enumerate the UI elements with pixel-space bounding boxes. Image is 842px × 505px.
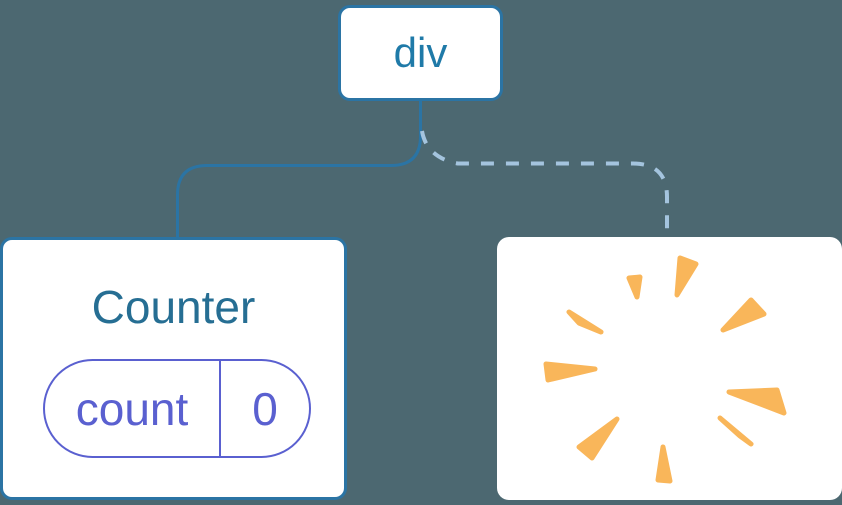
state-value: 0 bbox=[252, 382, 278, 435]
counter-component-card: Counter count 0 bbox=[0, 237, 347, 500]
poof-starburst-icon bbox=[543, 255, 787, 484]
tree-node-div: div bbox=[338, 5, 503, 101]
removed-component-card bbox=[497, 237, 842, 500]
component-title: Counter bbox=[91, 281, 256, 333]
tree-node-div-label: div bbox=[393, 29, 448, 76]
state-pill: count 0 bbox=[43, 359, 311, 458]
connector-solid-edge bbox=[176, 100, 422, 238]
state-key-label: count bbox=[45, 361, 221, 456]
connector-dashed-edge bbox=[420, 130, 669, 238]
